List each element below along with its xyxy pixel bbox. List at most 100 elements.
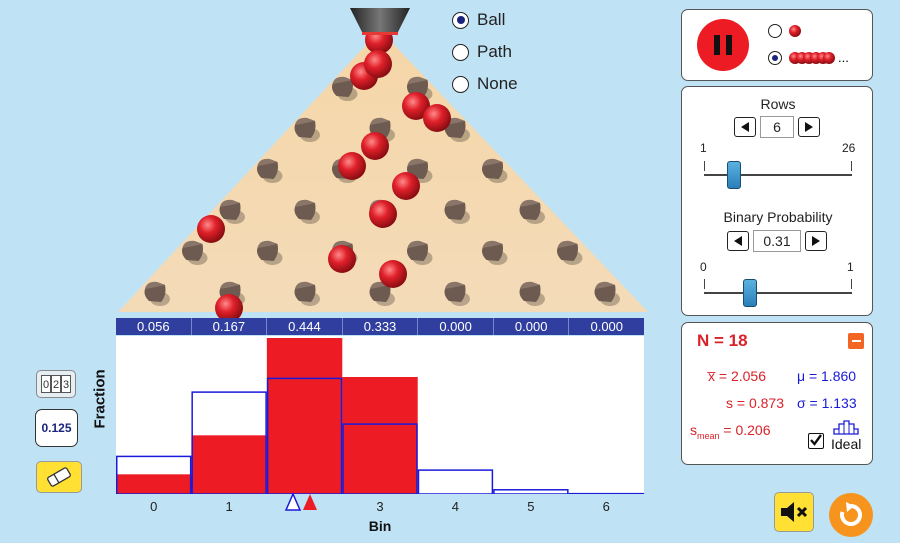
bin-probability: 0.444 [267,318,343,335]
pause-icon [714,35,732,55]
probability-label: Binary Probability [723,209,833,225]
board-triangle [118,30,648,312]
probability-min-label: 0 [700,260,707,274]
bin-probability: 0.333 [343,318,419,335]
galton-board [118,8,648,320]
ideal-bar [342,423,418,494]
bin-probability: 0.167 [192,318,268,335]
play-panel: ... [681,9,873,81]
ideal-mean: μ = 1.860 [797,368,857,384]
ball [361,132,389,160]
histogram [116,336,644,494]
scale-value-button[interactable]: 0.125 [35,409,78,447]
peg [294,117,320,142]
probability-decrement-button[interactable] [727,231,749,251]
many-balls-option[interactable]: ... [768,50,849,65]
peg [519,199,545,224]
bin-probability: 0.000 [494,318,570,335]
radio-ball[interactable]: Ball [452,10,505,30]
peg [182,240,208,265]
ideal-bar [493,489,569,494]
rows-spinner: 6 [734,116,820,138]
rows-slider-thumb[interactable] [726,161,741,189]
peg [144,281,170,306]
ideal-bar [417,469,494,494]
svg-text:0: 0 [43,379,49,391]
ideal-checkbox[interactable] [808,433,824,449]
rows-min-label: 1 [700,141,707,155]
counter-button[interactable]: 0 2 3 [36,370,76,398]
rows-increment-button[interactable] [798,117,820,137]
checkmark-icon [810,434,822,446]
ideal-mean-marker [284,492,302,511]
measured-bar [342,377,418,494]
radio-path[interactable]: Path [452,42,512,62]
measured-bar [191,435,267,494]
x-axis-label: Bin [368,518,392,534]
measured-bar [266,338,343,494]
probability-spinner: 0.31 [727,230,827,252]
ideal-bar [266,377,343,494]
ball [402,92,430,120]
many-balls-icon [789,51,835,64]
single-ball-option[interactable] [768,24,802,38]
peg [482,240,508,265]
peg [407,240,433,265]
speaker-muted-icon [781,502,808,522]
svg-text:2: 2 [53,379,59,391]
rows-slider-track[interactable] [704,174,852,176]
ideal-bar [191,391,267,494]
ball [197,215,225,243]
probability-value: 0.31 [753,230,801,252]
counter-icon: 0 2 3 [41,375,71,393]
mean-markers [284,492,317,511]
peg [332,76,358,101]
peg [294,199,320,224]
collapse-button[interactable] [848,333,864,349]
bin-label: 3 [376,499,384,514]
reset-button[interactable] [829,493,873,537]
ball [328,245,356,273]
eraser-button[interactable] [36,461,82,493]
peg [219,199,245,224]
pause-button[interactable] [697,19,749,71]
ball [364,50,392,78]
bin-label: 5 [527,499,535,514]
ball [338,152,366,180]
probability-increment-button[interactable] [805,231,827,251]
sample-mean: x̅ = 2.056 [708,368,766,384]
peg [257,240,283,265]
pegs [144,76,620,306]
ball [369,200,397,228]
minus-icon [851,340,861,342]
peg [519,281,545,306]
bin-label: 6 [602,499,610,514]
single-ball-icon [789,25,801,37]
radio-none[interactable]: None [452,74,518,94]
ball [215,294,243,320]
bin-probability: 0.056 [116,318,192,335]
balls [197,26,451,320]
rows-decrement-button[interactable] [734,117,756,137]
peg [444,281,470,306]
eraser-icon [47,467,71,487]
ideal-label: Ideal [831,436,862,452]
ideal-std: σ = 1.133 [797,395,857,411]
bin-label: 4 [451,499,460,514]
bin-probability: 0.000 [590,319,624,334]
ideal-toggle[interactable]: Ideal [804,419,868,459]
n-count: N = 18 [697,331,748,350]
bin-label: 0 [150,499,158,514]
measured-mean-marker [303,494,317,510]
probability-slider-track[interactable] [704,292,852,294]
svg-text:3: 3 [63,379,69,391]
peg [557,240,583,265]
probability-slider-thumb[interactable] [742,279,757,307]
rows-label: Rows [760,96,796,112]
mute-button[interactable] [774,492,814,532]
probability-max-label: 1 [847,260,854,274]
standard-error: smean = 0.206 [690,422,771,441]
peg [444,199,470,224]
y-axis-label: Fraction [91,369,109,429]
